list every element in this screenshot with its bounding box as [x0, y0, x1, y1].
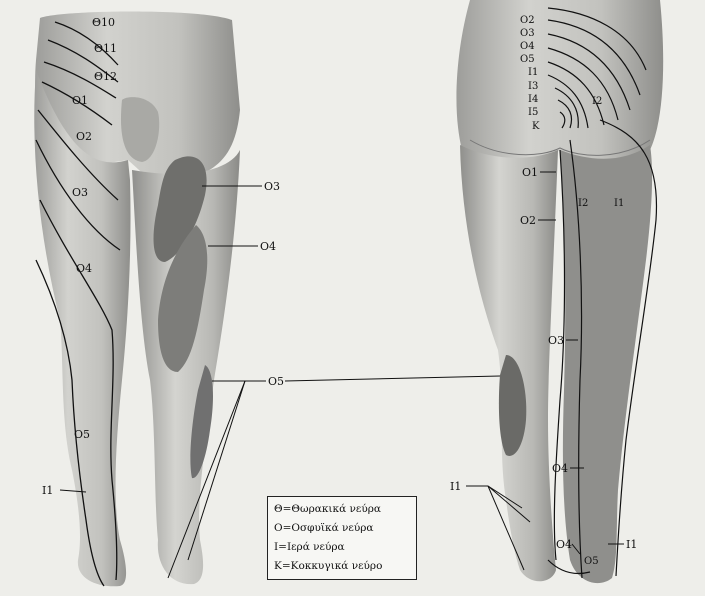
legend-item-sacral: I=Ιερά νεύρα — [274, 538, 410, 557]
label-back-s1-leg: I1 — [614, 198, 624, 209]
legend-item-thoracic: Θ=Θωρακικά νεύρα — [274, 500, 410, 519]
label-l4: O4 — [76, 262, 92, 275]
label-l2: O2 — [76, 130, 92, 143]
label-t12: Θ12 — [94, 70, 117, 83]
legend-item-coccygeal: K=Κοκκυγικά νεύρο — [274, 557, 410, 576]
label-foot-o5: O5 — [584, 556, 599, 567]
label-t11: Θ11 — [94, 42, 117, 55]
label-foot-o4: O4 — [556, 538, 572, 551]
label-s1: I1 — [42, 484, 53, 497]
back-view — [456, 0, 663, 583]
back-leg-right — [560, 145, 652, 583]
label-back-s2-upper: I2 — [592, 96, 602, 107]
label-back-sacral-left: I1 — [450, 480, 461, 493]
label-l3: O3 — [72, 186, 88, 199]
label-back-s5: I5 — [528, 107, 538, 118]
label-back-o3: O3 — [548, 334, 564, 347]
label-back-s1: I1 — [528, 67, 538, 78]
label-l1: O1 — [72, 94, 88, 107]
label-back-s3: I3 — [528, 81, 538, 92]
label-back-s2-leg: I2 — [578, 198, 588, 209]
label-back-l4: O4 — [520, 41, 535, 52]
label-back-o2: O2 — [520, 214, 536, 227]
label-back-l3: O3 — [520, 28, 535, 39]
label-right-o4: O4 — [260, 240, 276, 253]
label-back-s4: I4 — [528, 94, 538, 105]
label-back-co: K — [532, 121, 540, 132]
legend-item-lumbar: O=Οσφυϊκά νεύρα — [274, 519, 410, 538]
label-back-o1: O1 — [522, 166, 538, 179]
label-foot-i1: I1 — [626, 538, 637, 551]
label-back-o4: O4 — [552, 462, 568, 475]
label-back-l2: O2 — [520, 15, 535, 26]
label-t10: Θ10 — [92, 16, 115, 29]
label-l5: O5 — [74, 428, 90, 441]
label-right-o5: O5 — [268, 375, 284, 388]
legend: Θ=Θωρακικά νεύρα O=Οσφυϊκά νεύρα I=Ιερά … — [267, 496, 417, 580]
label-back-l5: O5 — [520, 54, 535, 65]
label-right-o3: O3 — [264, 180, 280, 193]
front-view — [34, 12, 240, 587]
